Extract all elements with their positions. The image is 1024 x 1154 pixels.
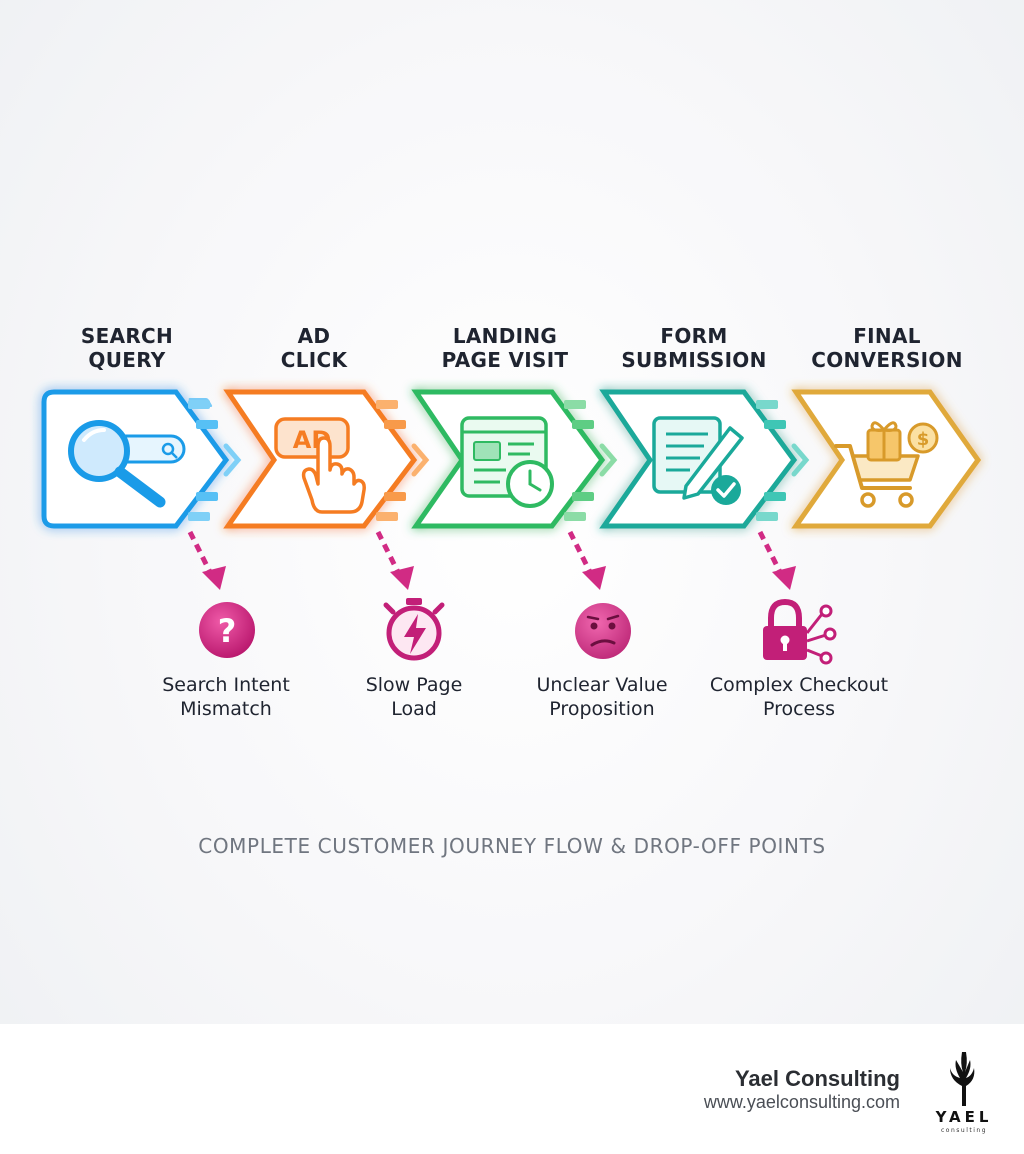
stage-title-line1: AD [297, 324, 331, 348]
padlock-network-icon [763, 598, 837, 665]
drop-arrow-4 [757, 530, 796, 590]
stage-title-line1: FINAL [853, 324, 921, 348]
drop-off-line2: Process [762, 698, 836, 720]
stage-connector-3 [564, 400, 618, 521]
stage-connector-2 [376, 400, 430, 521]
question-mark-icon: ? [199, 602, 255, 658]
journey-diagram: AD [37, 324, 982, 858]
stage-title-line1: LANDING [452, 324, 558, 348]
footer: Yael Consulting www.yaelconsulting.com Y… [0, 1024, 1024, 1154]
stage-title-line1: SEARCH [80, 324, 174, 348]
drop-off-line1: Unclear Value [536, 674, 668, 696]
stage-title-line2: CLICK [280, 348, 348, 372]
drop-arrow-3 [567, 530, 606, 590]
stopwatch-lightning-icon [383, 598, 445, 661]
webpage-clock-icon [460, 416, 554, 508]
ad-click-hand-icon: AD [274, 417, 366, 514]
stage-landing-page-visit [411, 389, 618, 529]
stage-title-landing-page-visit: LANDING PAGE VISIT [415, 324, 595, 372]
yael-logo: YAEL consulting [935, 1052, 993, 1134]
stage-search-query [41, 389, 242, 529]
brand-url: www.yaelconsulting.com [703, 1092, 900, 1112]
stage-title-search-query: SEARCH QUERY [37, 324, 217, 372]
svg-text:$: $ [917, 429, 930, 450]
drop-off-line2: Proposition [549, 698, 655, 720]
stage-title-ad-click: AD CLICK [224, 324, 404, 372]
drop-off-label-slow-page: Slow Page Load [309, 673, 519, 721]
stage-title-line2: SUBMISSION [621, 348, 767, 372]
stage-title-line2: CONVERSION [811, 348, 963, 372]
brand-name: Yael Consulting [734, 1066, 900, 1091]
drop-off-line2: Load [391, 698, 437, 720]
svg-text:?: ? [218, 612, 237, 650]
logo-mark-icon [950, 1052, 975, 1106]
stage-title-form-submission: FORM SUBMISSION [604, 324, 784, 372]
stage-final-conversion: $ [791, 389, 982, 529]
magnifier-search-bar-icon [68, 420, 186, 508]
stage-form-submission [599, 389, 810, 529]
drop-off-line2: Mismatch [180, 698, 272, 720]
logo-text: YAEL [935, 1108, 993, 1126]
stage-title-final-conversion: FINAL CONVERSION [797, 324, 977, 372]
stage-connector-1 [188, 400, 242, 521]
stage-title-line1: FORM [660, 324, 728, 348]
stage-ad-click: AD [223, 389, 430, 529]
stage-connector-4 [756, 400, 810, 521]
drop-off-line1: Search Intent [162, 674, 290, 696]
drop-off-line1: Complex Checkout [709, 674, 889, 696]
drop-off-label-complex-checkout: Complex Checkout Process [689, 673, 909, 721]
drop-arrow-2 [375, 530, 414, 590]
drop-off-label-unclear-value: Unclear Value Proposition [497, 673, 707, 721]
drop-off-arrows [187, 530, 796, 590]
drop-arrow-1 [187, 530, 226, 590]
stage-title-line2: QUERY [88, 348, 166, 372]
diagram-caption: COMPLETE CUSTOMER JOURNEY FLOW & DROP-OF… [198, 834, 826, 858]
stage-title-line2: PAGE VISIT [441, 348, 569, 372]
drop-off-line1: Slow Page [365, 674, 463, 696]
cart-gift-dollar-icon: $ [834, 421, 939, 508]
logo-subtext: consulting [941, 1127, 987, 1134]
confused-face-icon [575, 603, 631, 659]
drop-off-label-search-intent: Search Intent Mismatch [121, 673, 331, 721]
form-pencil-check-icon [652, 416, 744, 505]
